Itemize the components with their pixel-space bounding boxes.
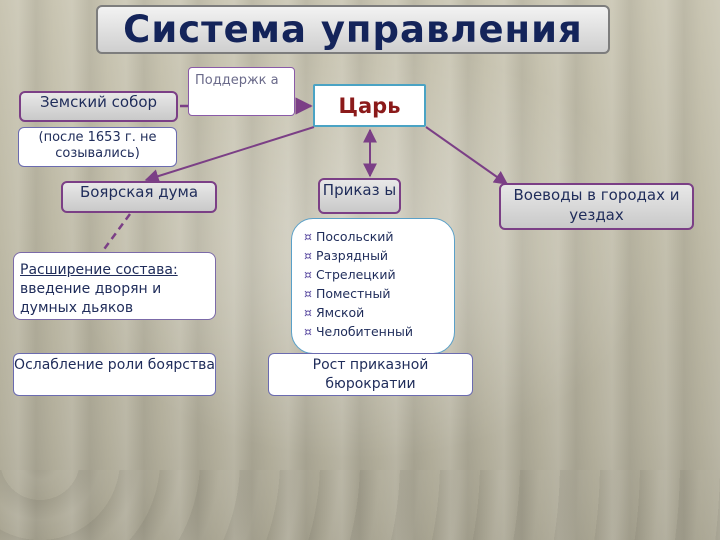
boyar-weakening-box: Ослабление роли боярства — [13, 353, 216, 396]
bullet-icon: ¤ — [304, 286, 312, 301]
boyar-duma-box: Боярская дума — [61, 181, 217, 213]
list-item: ¤Ямской — [304, 305, 365, 320]
list-item: ¤Разрядный — [304, 248, 389, 263]
list-item: ¤Стрелецкий — [304, 267, 396, 282]
tsar-voevody-arrow — [425, 126, 509, 185]
page-title: Система управления — [96, 5, 610, 54]
bullet-icon: ¤ — [304, 305, 312, 320]
curtain-hem — [0, 470, 720, 540]
list-item: ¤Посольский — [304, 229, 394, 244]
duma-expansion-box: Расширение состава: введение дворян и ду… — [13, 252, 216, 320]
support-box: Поддержк а — [188, 67, 295, 116]
list-item: ¤Поместный — [304, 286, 391, 301]
bureaucracy-growth-box: Рост приказной бюрократии — [268, 353, 473, 396]
bullet-icon: ¤ — [304, 229, 312, 244]
prikazy-list: ¤Посольский ¤Разрядный ¤Стрелецкий ¤Поме… — [291, 218, 455, 354]
zemsky-sobor-box: Земский собор — [19, 91, 178, 122]
prikazy-box: Приказ ы — [318, 178, 401, 214]
list-item: ¤Челобитенный — [304, 324, 413, 339]
expansion-lead: Расширение состава: — [20, 262, 178, 278]
duma-expansion-arrow — [100, 213, 132, 253]
zemsky-sobor-note: (после 1653 г. не созывались) — [18, 127, 177, 167]
bullet-icon: ¤ — [304, 324, 312, 339]
voevody-box: Воеводы в городах и уездах — [499, 183, 694, 230]
bullet-icon: ¤ — [304, 267, 312, 282]
tsar-box: Царь — [313, 84, 426, 127]
expansion-rest: введение дворян и думных дьяков — [20, 281, 162, 316]
bullet-icon: ¤ — [304, 248, 312, 263]
